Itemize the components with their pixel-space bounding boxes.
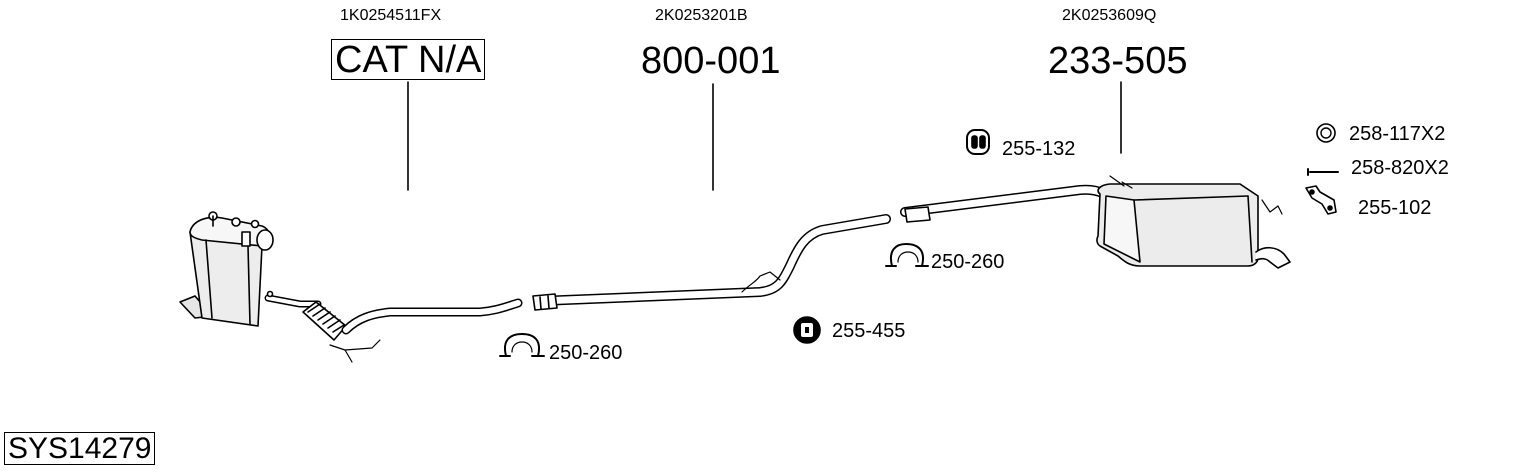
oem-code-rear-silencer: 2K0253609Q (1062, 7, 1157, 24)
fitting-label-255-102: 255-102 (1358, 197, 1432, 219)
clamp-icon-250-260-front (499, 333, 545, 357)
fitting-label-250-260-front: 250-260 (549, 342, 623, 364)
fitting-label-250-260-rear: 250-260 (931, 251, 1005, 273)
part-ref-rear-silencer: 233-505 (1048, 40, 1188, 82)
fitting-label-258-820x2: 258-820X2 (1351, 157, 1449, 179)
flex-pipe-part (264, 290, 523, 363)
middle-pipe-part (532, 214, 891, 311)
bracket-icon (1305, 185, 1337, 215)
clamp-icon-250-260-rear (885, 243, 929, 267)
system-code: SYS14279 (4, 432, 156, 465)
part-ref-middle-pipe: 800-001 (641, 40, 781, 82)
part-ref-cat: CAT N/A (331, 39, 486, 80)
hanger-rubber-icon-255-132 (966, 129, 990, 155)
bolt-icon (1307, 168, 1339, 176)
hanger-rubber-icon-255-455 (793, 316, 821, 344)
fitting-label-255-455: 255-455 (832, 320, 906, 342)
fitting-label-258-117x2: 258-117X2 (1349, 123, 1446, 145)
rear-silencer-part (900, 175, 1291, 269)
fitting-label-255-132: 255-132 (1002, 138, 1076, 160)
catalytic-converter-part (179, 211, 274, 327)
oem-code-cat: 1K0254511FX (340, 7, 442, 24)
gasket-ring-icon (1316, 123, 1336, 143)
oem-code-middle-pipe: 2K0253201B (655, 7, 748, 24)
